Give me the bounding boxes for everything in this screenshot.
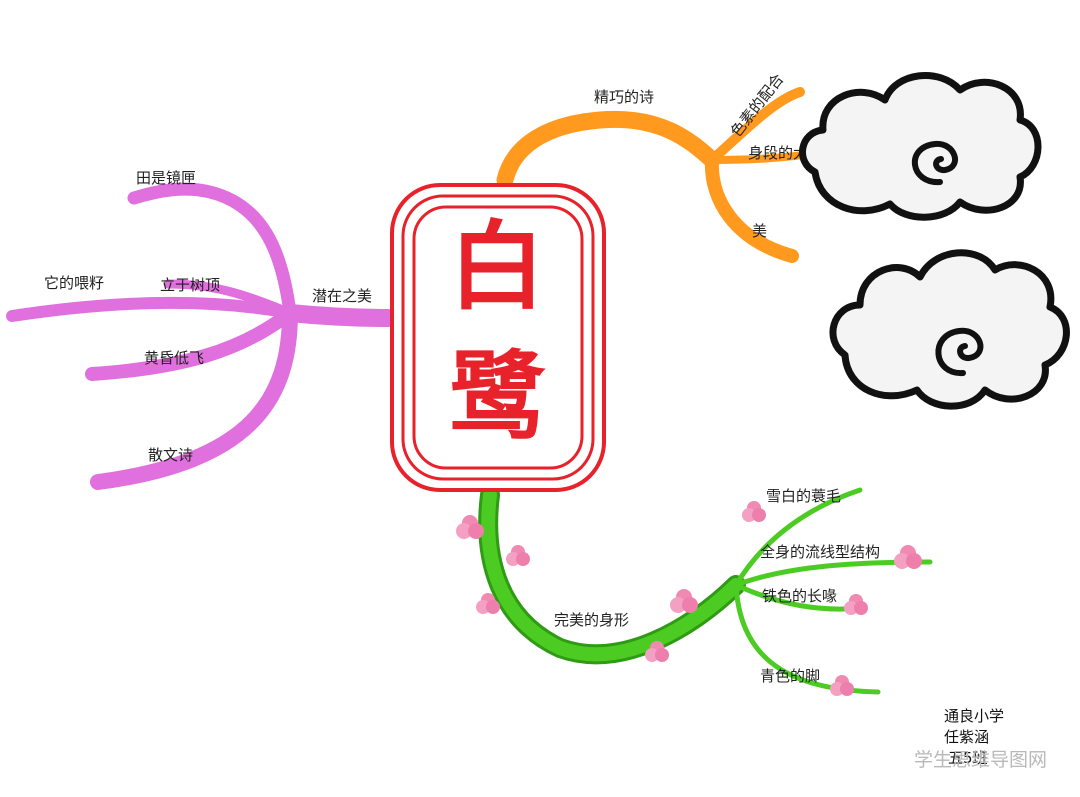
branch-bottom-right: [478, 485, 933, 695]
blossom-icon: [742, 501, 766, 522]
blossom-icon: [456, 515, 484, 539]
label-bottom-right-sub-1: 雪白的蓑毛: [766, 487, 841, 505]
watermark: 学生思维导图网: [914, 749, 1047, 771]
branch-left-limb-mid: [163, 279, 295, 318]
label-top-right-main: 精巧的诗: [594, 88, 654, 106]
blossom-icon: [476, 593, 500, 614]
central-title-char-2: 鹭: [449, 341, 546, 453]
label-left-main: 潜在之美: [312, 287, 372, 305]
signature-line-3: 五5班: [948, 749, 988, 767]
branch-left-limb-top: [127, 182, 297, 320]
label-left-sub-3: 立于树顶: [160, 276, 220, 294]
label-left-sub-1: 田是镜匣: [136, 169, 196, 187]
blossoms: [456, 501, 922, 696]
branch-left-trunk: [281, 304, 397, 327]
branch-left: [6, 182, 397, 490]
signature-line-1: 通良小学: [944, 707, 1004, 725]
branch-top-right: [496, 87, 826, 263]
central-title-char-1: 白: [449, 211, 545, 323]
blossom-icon: [844, 594, 868, 615]
branch-left-limb-bottom: [90, 305, 298, 490]
cloud-icon: [829, 249, 1070, 410]
blossom-icon: [670, 589, 698, 613]
branch-left-limb-low: [85, 306, 297, 381]
signature-line-2: 任紫涵: [944, 728, 989, 746]
blossom-icon: [645, 641, 669, 662]
branch-top-right-trunk: [496, 110, 721, 189]
label-left-sub-5: 散文诗: [148, 446, 193, 464]
blossom-icon: [830, 675, 854, 696]
label-top-right-sub-3: 美: [752, 222, 767, 240]
label-bottom-right-main: 完美的身形: [554, 611, 629, 629]
blossom-icon: [506, 545, 530, 566]
label-left-sub-4: 黄昏低飞: [144, 349, 204, 367]
branch-top-right-limb-3: [704, 153, 799, 263]
branch-left-limb-long: [6, 296, 296, 322]
label-bottom-right-sub-3: 铁色的长喙: [762, 587, 837, 605]
branch-bottom-right-limb-1: [733, 487, 863, 588]
branch-top-right-limb-1: [707, 87, 805, 165]
blossom-icon: [894, 545, 922, 569]
cloud-icon: [799, 72, 1042, 221]
label-left-sub-2: 它的喂籽: [44, 274, 104, 292]
label-bottom-right-sub-4: 青色的脚: [760, 667, 820, 685]
central-title-frame: [390, 183, 606, 492]
label-bottom-right-sub-2: 全身的流线型结构: [760, 543, 880, 561]
branch-bottom-right-trunk-fill: [481, 488, 743, 662]
